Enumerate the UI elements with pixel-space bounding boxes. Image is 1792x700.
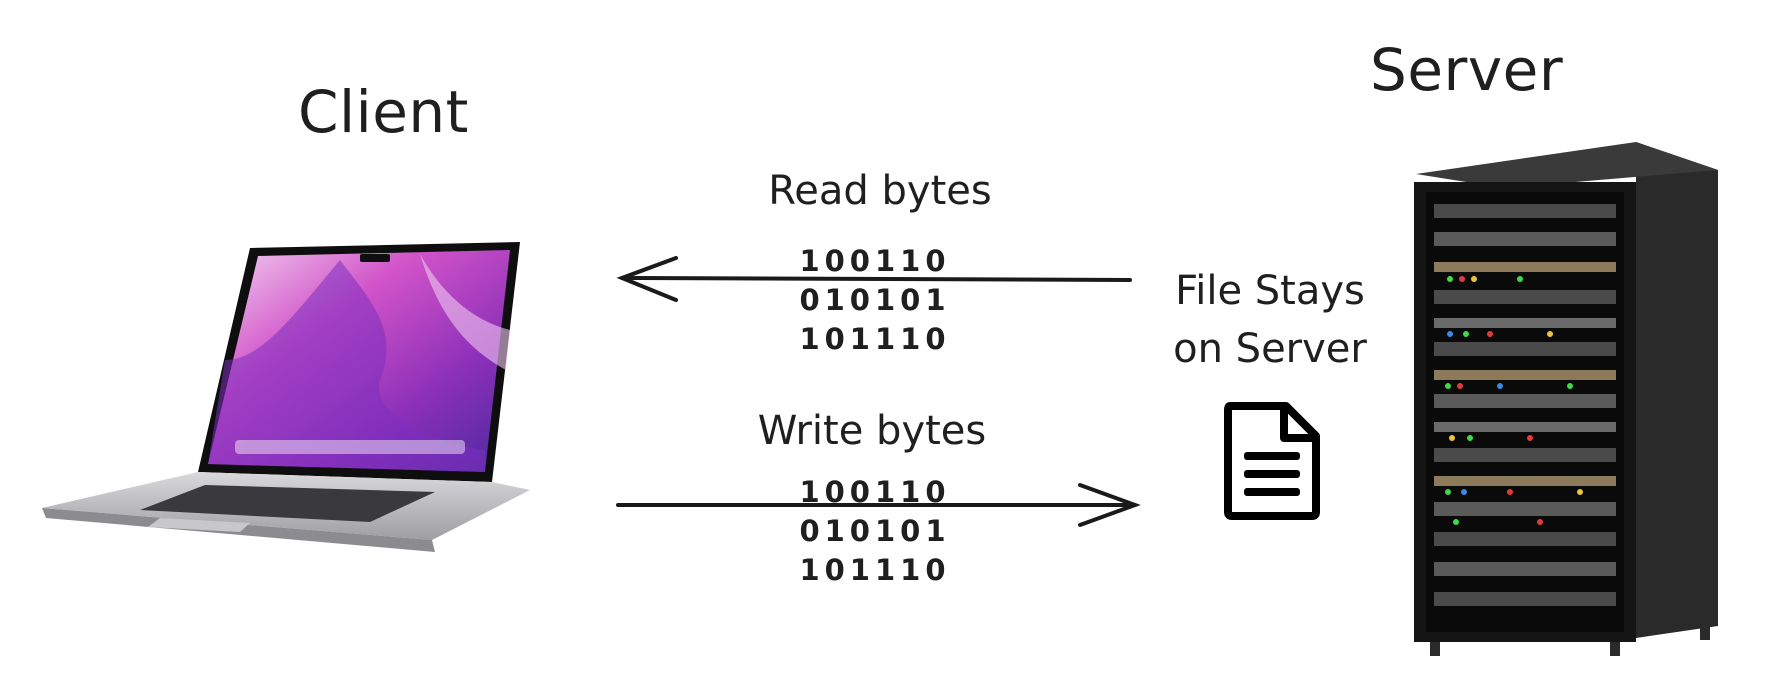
write-bits-block: 100110 010101 101110 (790, 473, 960, 590)
document-icon (1224, 402, 1320, 520)
laptop-icon (42, 242, 530, 552)
server-title: Server (1370, 36, 1564, 104)
file-note-line2: on Server (1173, 326, 1367, 372)
client-title: Client (298, 78, 469, 146)
rack-units (1434, 204, 1616, 606)
read-bits-block: 100110 010101 101110 (790, 242, 960, 359)
write-bits-row: 100110 (799, 475, 951, 509)
write-bytes-label: Write bytes (757, 408, 987, 454)
write-bits-row: 010101 (799, 514, 951, 548)
read-bits-row: 010101 (799, 283, 951, 317)
server-rack-icon (1414, 142, 1718, 656)
rack-leds (1445, 276, 1583, 525)
file-stays-note: File Stays on Server (1160, 262, 1380, 378)
write-bits-row: 101110 (799, 553, 951, 587)
file-note-line1: File Stays (1175, 268, 1365, 314)
read-bytes-label: Read bytes (768, 168, 992, 214)
read-bits-row: 100110 (799, 244, 951, 278)
read-bits-row: 101110 (799, 322, 951, 356)
